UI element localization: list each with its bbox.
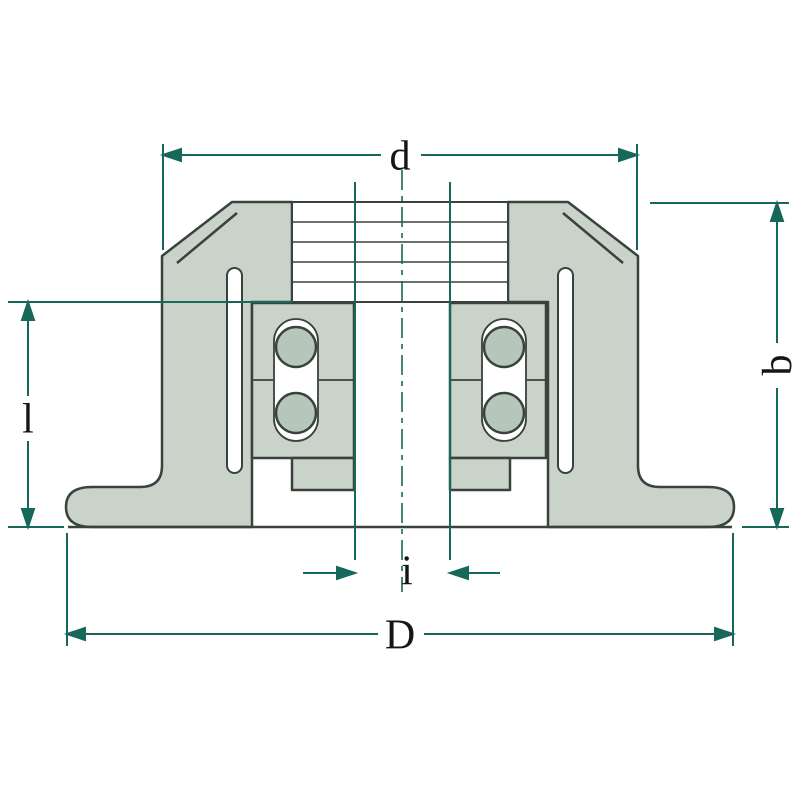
- bearing-right: [448, 301, 548, 460]
- label-b: b: [755, 355, 800, 376]
- dimension-d: [159, 144, 641, 250]
- arrowhead-left: [159, 147, 182, 163]
- press-slot-right: [557, 267, 574, 474]
- arrowhead-up: [20, 298, 36, 321]
- bearing-ball: [274, 325, 318, 369]
- bearing-left: [250, 301, 356, 460]
- white-details: [226, 201, 574, 474]
- arrowhead-down: [769, 508, 785, 531]
- lamination-lines: [292, 221, 508, 283]
- label-i: i: [401, 549, 413, 595]
- arrowhead-up: [769, 199, 785, 222]
- laminated-top-section: [291, 201, 509, 303]
- bearing-ball: [482, 325, 526, 369]
- bearing-ball: [482, 391, 526, 435]
- inner-race-step-right: [448, 456, 512, 492]
- arrowhead-right: [618, 147, 641, 163]
- inner-slope-left: [176, 212, 238, 264]
- arrowhead-right: [336, 565, 359, 581]
- label-D: D: [385, 613, 415, 659]
- bearing-ball: [274, 391, 318, 435]
- dimension-b: [650, 199, 789, 531]
- dimension-i: [303, 565, 500, 581]
- housing: [64, 200, 736, 529]
- press-slot-left: [226, 267, 243, 474]
- inner-slope-right: [562, 212, 624, 264]
- arrowhead-left: [446, 565, 469, 581]
- arrowhead-right: [714, 626, 737, 642]
- label-l: l: [22, 397, 34, 443]
- dimension-l: [8, 298, 292, 531]
- dimension-labels: d b l i D: [22, 134, 800, 659]
- arrowhead-left: [63, 626, 86, 642]
- inner-race-step-left: [290, 456, 356, 492]
- arrowhead-down: [20, 508, 36, 531]
- label-d: d: [390, 134, 411, 180]
- dimension-D: [63, 533, 737, 646]
- dimension-layer: [8, 144, 789, 646]
